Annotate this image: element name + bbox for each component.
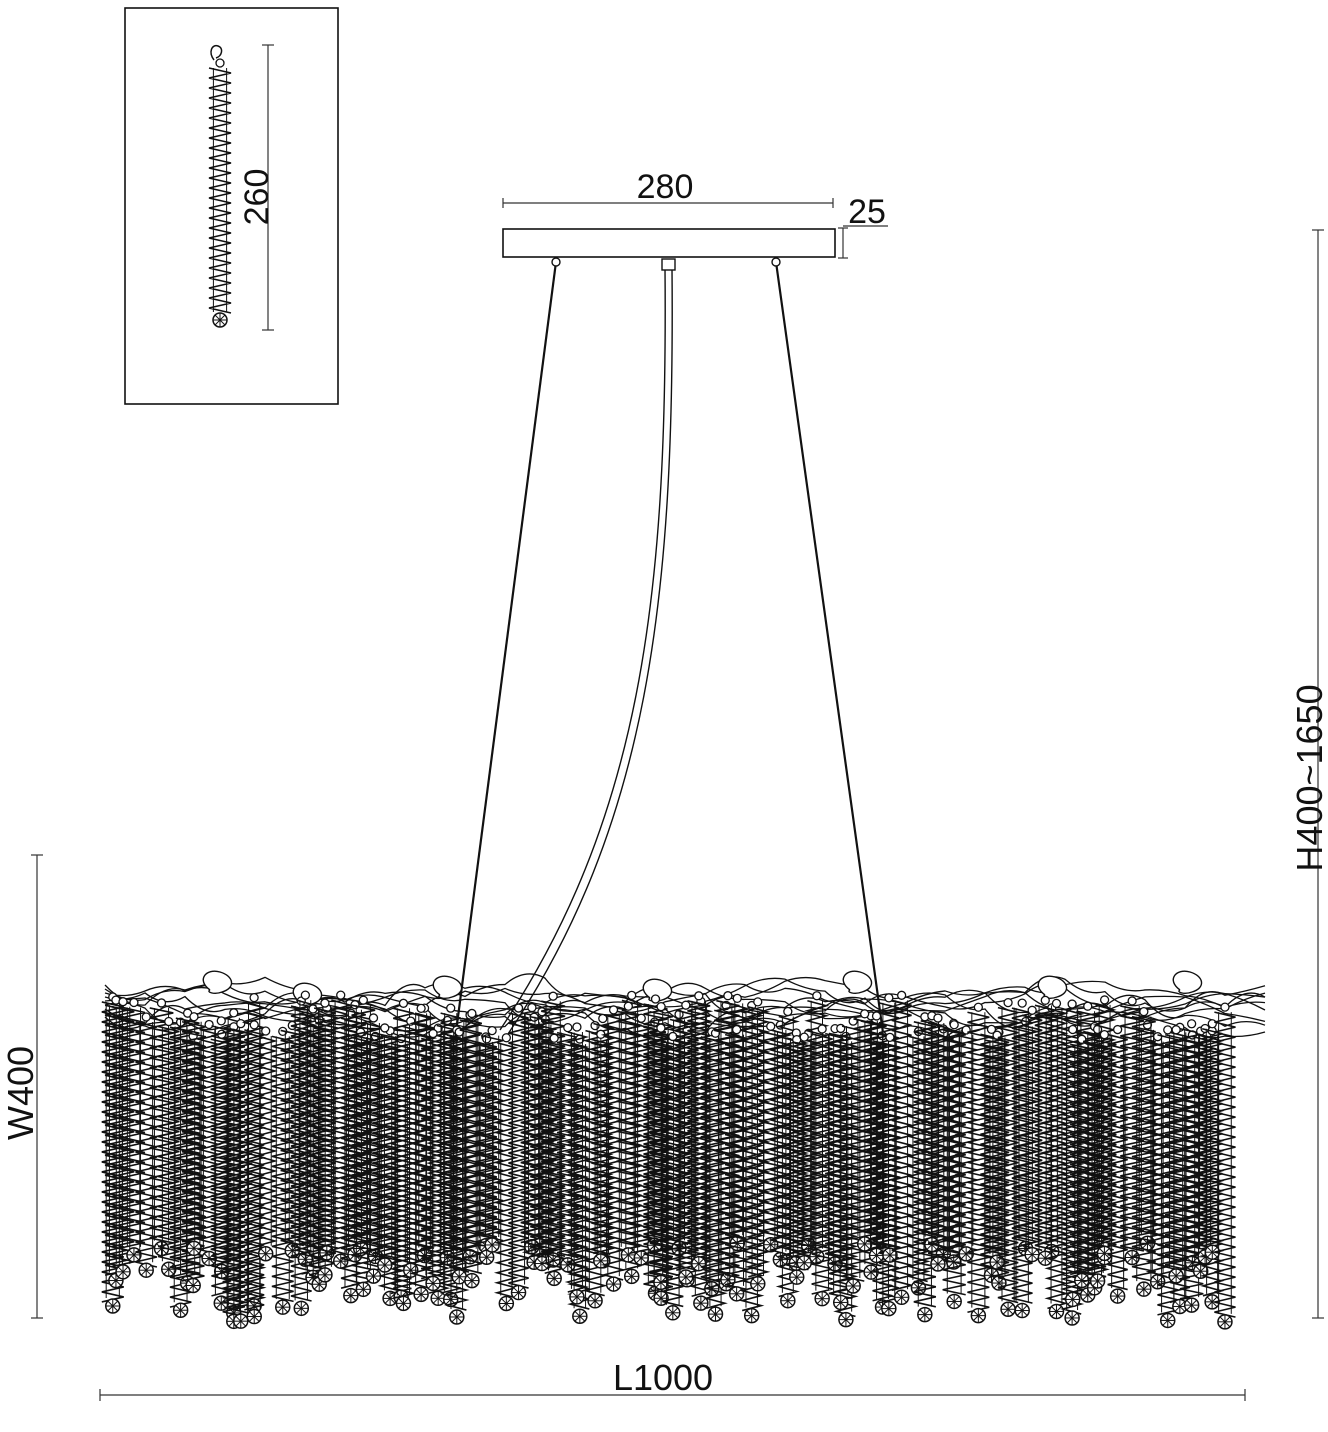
overall-height-label: H400~1650 xyxy=(1289,684,1328,871)
crystal-strand xyxy=(564,1022,590,1305)
chandelier-body xyxy=(101,970,1266,1330)
crystal-strand xyxy=(135,1012,158,1278)
detail-inset-frame xyxy=(124,7,339,405)
detail-inset: 260 xyxy=(124,7,339,405)
crystal-strand xyxy=(313,998,336,1283)
length-label: L1000 xyxy=(613,1357,713,1398)
crystal-strand xyxy=(745,997,771,1292)
width-label: W400 xyxy=(0,1046,41,1140)
crystal-strand xyxy=(1062,1024,1084,1308)
crystal-strand xyxy=(879,1032,901,1263)
crystal-strands xyxy=(101,990,1236,1330)
crystal-strand xyxy=(1044,998,1069,1320)
crystal-strand xyxy=(997,997,1019,1318)
suspension-cables xyxy=(453,257,886,1041)
crystal-strand xyxy=(461,1008,482,1289)
left-cable xyxy=(453,261,558,1041)
crystal-strand xyxy=(724,1025,749,1302)
right-cable xyxy=(774,261,886,1041)
crystal-strand xyxy=(229,1019,253,1329)
crystal-strand xyxy=(541,1033,567,1287)
crystal-strand xyxy=(373,1023,397,1273)
canopy-width-label: 280 xyxy=(637,168,694,206)
ceiling-canopy xyxy=(502,228,836,258)
crystal-strand xyxy=(600,1005,627,1292)
crystal-strand xyxy=(1214,1002,1236,1330)
single-crystal-drop xyxy=(208,44,232,328)
crystal-strand xyxy=(101,992,124,1314)
crystal-strand xyxy=(398,1016,423,1278)
crystal-strand xyxy=(122,997,146,1263)
crystal-strand xyxy=(687,991,711,1272)
power-cord xyxy=(499,267,673,1035)
height-dimension: H400~1650 xyxy=(1289,229,1328,1319)
crystal-strand xyxy=(828,1023,853,1311)
crystal-strand xyxy=(208,58,232,328)
crystal-strand xyxy=(521,1012,547,1271)
crystal-strand xyxy=(253,1026,278,1262)
drop-length-label: 260 xyxy=(238,169,276,226)
length-dimension: L1000 xyxy=(99,1357,1246,1401)
width-dimension: W400 xyxy=(0,854,43,1319)
crystal-strand xyxy=(1145,1032,1170,1290)
canopy-height-label: 25 xyxy=(848,193,886,231)
canopy-dimensions: 280 25 xyxy=(502,168,888,259)
